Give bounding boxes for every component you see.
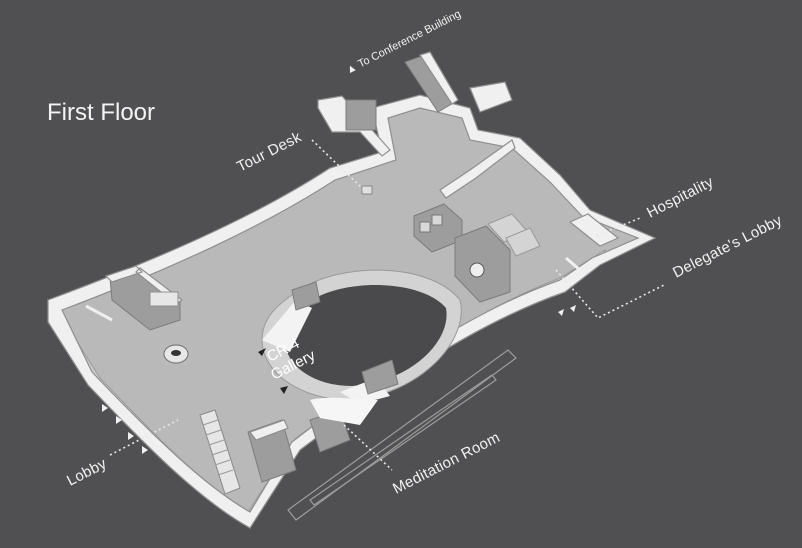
tour-desk-label[interactable]: Tour Desk <box>234 128 304 175</box>
north-stairs-top <box>419 51 459 105</box>
east-room <box>568 213 620 247</box>
tour-desk-counter <box>361 185 373 195</box>
bench-west <box>85 304 113 322</box>
cr4-stair-south <box>361 359 399 395</box>
core-wall-1 <box>439 139 516 199</box>
meditation-room-label[interactable]: Meditation Room <box>390 429 503 498</box>
lobby-label[interactable]: Lobby <box>64 455 110 489</box>
escalator <box>199 409 241 495</box>
entrance-arrow <box>116 416 122 424</box>
entrance-arrow <box>570 305 576 312</box>
hospitality-label[interactable]: Hospitality <box>644 173 716 221</box>
cr4-markers <box>258 348 288 394</box>
leader-meditation <box>343 424 393 471</box>
leader-delegates-lobby <box>555 269 665 319</box>
leader-tour-desk <box>311 139 365 191</box>
ne-wall <box>469 81 513 113</box>
hospitality-furniture <box>487 213 541 257</box>
entrance-arrow <box>128 432 134 440</box>
garden-path-outer <box>287 349 517 521</box>
delegates-lobby-label[interactable]: Delegate's Lobby <box>670 212 785 282</box>
bench-east <box>565 256 581 272</box>
floor-title: First Floor <box>47 99 155 126</box>
cr4-gallery-floor <box>262 300 390 404</box>
restroom-icon-a <box>431 214 443 226</box>
meditation-room-floor <box>310 397 378 425</box>
to-conference-label[interactable]: ▲ To Conference Building <box>344 8 463 77</box>
core-room-info <box>454 225 511 303</box>
cr4-void <box>285 285 447 386</box>
entrance-arrow <box>102 404 108 412</box>
lobby-info-icon <box>171 350 181 356</box>
building <box>47 51 657 530</box>
elevator-west <box>149 291 179 307</box>
entrance-arrow <box>558 309 564 316</box>
restroom-icon-b <box>419 221 431 233</box>
entrance-arrows <box>102 305 576 454</box>
cr4-stair-north <box>291 281 321 311</box>
outer-wall-top <box>47 94 657 529</box>
sw-room-top <box>249 419 289 441</box>
garden-path-inner <box>309 374 497 506</box>
entrance-arrow <box>142 446 148 454</box>
info-point-icon <box>469 262 485 278</box>
leader-lines <box>109 139 665 471</box>
tour-desk-room <box>345 99 377 131</box>
